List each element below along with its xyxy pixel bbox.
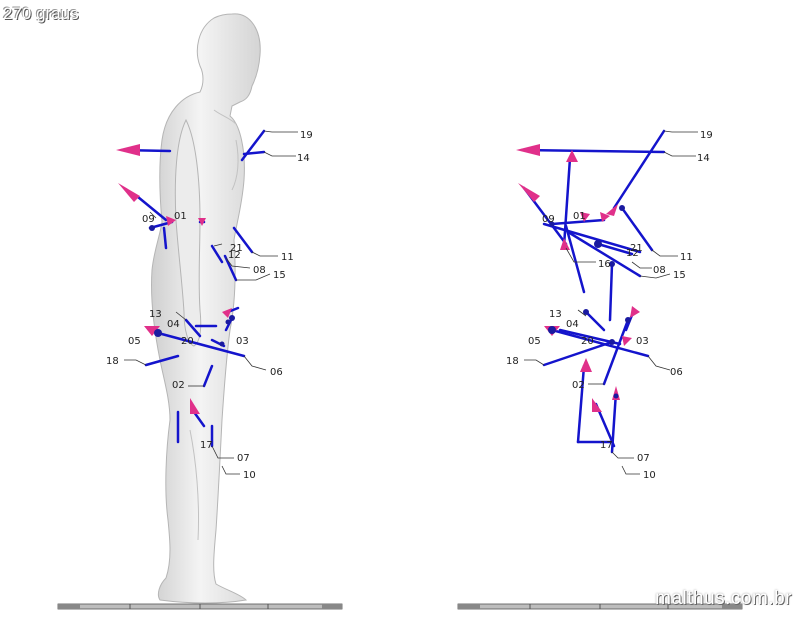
left-label-01: 01	[174, 211, 187, 222]
left-label-05: 05	[128, 336, 141, 347]
left-label-10: 10	[243, 470, 256, 481]
left-label-12: 12	[228, 250, 241, 261]
right-arrowheads	[516, 144, 640, 412]
left-label-06: 06	[270, 367, 283, 378]
right-label-18: 18	[506, 356, 519, 367]
right-label-07: 07	[637, 453, 650, 464]
left-label-20: 20	[181, 336, 194, 347]
right-label-11: 11	[680, 252, 693, 263]
left-arrowheads	[116, 144, 232, 414]
right-label-10: 10	[643, 470, 656, 481]
view-angle-title: 270 graus	[3, 4, 79, 23]
left-label-19: 19	[300, 130, 313, 141]
right-label-17: 17	[600, 440, 613, 451]
right-label-06: 06	[670, 367, 683, 378]
left-label-21: 21	[230, 243, 243, 254]
site-watermark: malthus.com.br	[655, 588, 792, 609]
left-label-04: 04	[167, 319, 180, 330]
right-label-21: 21	[630, 243, 643, 254]
left-label-09: 09	[142, 214, 155, 225]
left-label-07: 07	[237, 453, 250, 464]
right-label-04: 04	[566, 319, 579, 330]
left-label-14: 14	[297, 153, 310, 164]
right-marker-labels: 19 14 09 01 21 12 16 11 08 15 13 04 20 0…	[506, 130, 713, 481]
right-joint-dots	[548, 205, 631, 399]
left-label-03: 03	[236, 336, 249, 347]
right-label-05: 05	[528, 336, 541, 347]
left-label-15: 15	[273, 270, 286, 281]
left-joint-dots	[149, 225, 235, 347]
right-label-08: 08	[653, 265, 666, 276]
human-body-model	[150, 13, 261, 604]
ground-plate-left	[57, 603, 343, 610]
right-leader-lines	[524, 130, 698, 475]
ground-plate-right	[457, 603, 743, 610]
left-marker-labels: 19 14 09 01 21 12 11 08 15 13 04 20 03 0…	[106, 130, 313, 481]
right-label-13: 13	[549, 309, 562, 320]
right-label-09: 09	[542, 214, 555, 225]
right-label-16: 16	[598, 259, 611, 270]
left-leader-lines	[124, 130, 298, 475]
left-label-11: 11	[281, 252, 294, 263]
right-label-14: 14	[697, 153, 710, 164]
left-label-08: 08	[253, 265, 266, 276]
right-label-02: 02	[572, 380, 585, 391]
left-label-17: 17	[200, 440, 213, 451]
right-label-15: 15	[673, 270, 686, 281]
right-label-12: 12	[626, 248, 639, 259]
right-label-03: 03	[636, 336, 649, 347]
left-label-13: 13	[149, 309, 162, 320]
left-label-02: 02	[172, 380, 185, 391]
right-label-20: 20	[581, 336, 594, 347]
right-label-19: 19	[700, 130, 713, 141]
left-label-18: 18	[106, 356, 119, 367]
right-label-01: 01	[573, 211, 586, 222]
